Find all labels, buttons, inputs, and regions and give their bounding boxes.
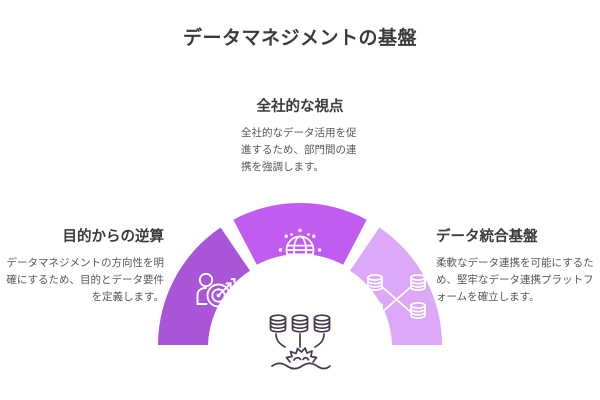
globe-network-icon bbox=[285, 235, 315, 265]
block-body-backcasting: データマネジメントの方向性を明確にするため、目的とデータ要件を定義します。 bbox=[6, 256, 164, 303]
block-backcasting: 目的からの逆算 データマネジメントの方向性を明確にするため、目的とデータ要件を定… bbox=[6, 228, 164, 306]
data-lake-icon bbox=[269, 314, 331, 370]
segment-left-wedge[interactable] bbox=[158, 227, 250, 346]
target-person-icon bbox=[196, 272, 236, 308]
segment-right-wedge[interactable] bbox=[350, 227, 442, 346]
block-body-data-integration: 柔軟なデータ連携を可能にするため、堅牢なデータ連携プラットフォームを確立します。 bbox=[436, 256, 594, 303]
block-data-integration: データ統合基盤 柔軟なデータ連携を可能にするため、堅牢なデータ連携プラットフォー… bbox=[436, 228, 598, 306]
segment-middle-wedge[interactable] bbox=[233, 203, 367, 265]
block-body-enterprise-view: 全社的なデータ活用を促進するため、部門間の連携を強調します。 bbox=[241, 126, 357, 173]
block-title-enterprise-view: 全社的な視点 bbox=[256, 99, 344, 115]
block-enterprise-view: 全社的な視点 全社的なデータ活用を促進するため、部門間の連携を強調します。 bbox=[200, 98, 400, 176]
block-title-data-integration: データ統合基盤 bbox=[436, 229, 538, 245]
page-title: データマネジメントの基盤 bbox=[182, 28, 417, 49]
globe-radiating-dots bbox=[278, 228, 322, 272]
database-integration-icon bbox=[367, 274, 426, 319]
block-title-backcasting: 目的からの逆算 bbox=[62, 229, 165, 245]
center-hub-circle bbox=[248, 293, 352, 397]
